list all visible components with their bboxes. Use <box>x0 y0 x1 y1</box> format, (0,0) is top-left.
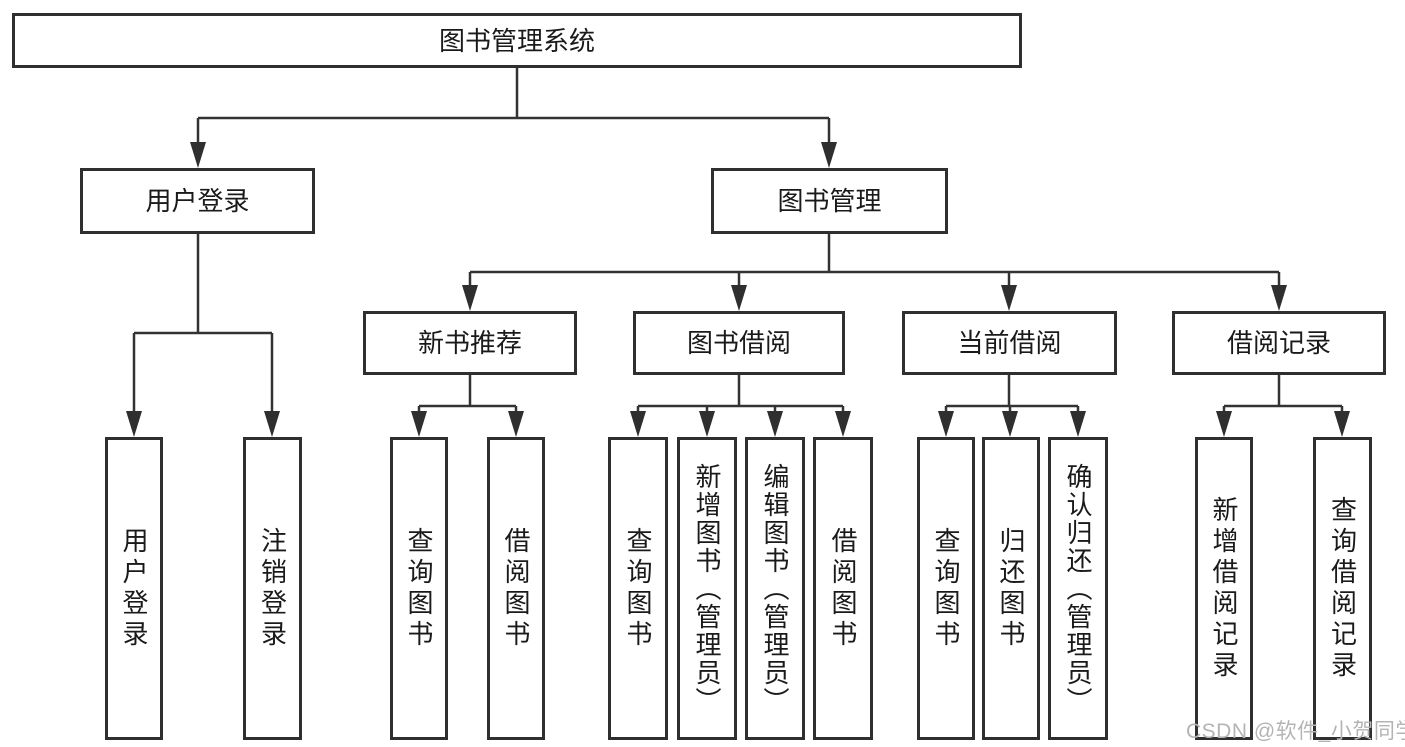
node-book-borrowing: 图书借阅 <box>633 311 845 375</box>
connector-path-borrowing-records <box>1222 375 1344 425</box>
arrow-down-icon <box>190 142 206 168</box>
arrow-down-icon <box>630 411 646 437</box>
arrow-down-icon <box>1001 285 1017 311</box>
node-records-add-borrow-record: 新增借阅记录 <box>1195 437 1253 740</box>
node-label: 新增借阅记录 <box>1209 495 1239 682</box>
arrow-down-icon <box>699 411 715 437</box>
node-user-login-module: 用户登录 <box>80 168 315 234</box>
node-label: 借阅记录 <box>1226 328 1331 358</box>
node-borrowing-add-books-admin: 新增图书（管理员） <box>677 437 737 740</box>
arrow-down-icon <box>821 142 837 168</box>
arrow-down-icon <box>767 411 783 437</box>
node-logout: 注销登录 <box>243 437 302 740</box>
node-label: 图书管理 <box>777 186 882 216</box>
node-borrowing-records: 借阅记录 <box>1172 311 1386 375</box>
arrow-down-icon <box>1070 411 1086 437</box>
connector-path-user-login <box>132 234 274 420</box>
node-current-confirm-return-admin: 确认归还（管理员） <box>1048 437 1108 740</box>
arrow-down-icon <box>731 285 747 311</box>
node-label: 图书管理系统 <box>438 25 595 56</box>
node-borrowing-edit-books-admin: 编辑图书（管理员） <box>745 437 805 740</box>
connector-path-book-management <box>468 234 1281 295</box>
arrow-down-icon <box>264 411 280 437</box>
node-label: 借阅图书 <box>501 526 531 651</box>
arrow-down-icon <box>508 411 524 437</box>
arrow-down-icon <box>938 411 954 437</box>
arrow-down-icon <box>1334 411 1350 437</box>
node-newbooks-query-books: 查询图书 <box>390 437 448 740</box>
node-label: 用户登录 <box>119 526 149 651</box>
connector-path-book-borrowing <box>636 375 845 425</box>
arrow-down-icon <box>1271 285 1287 311</box>
node-current-return-books: 归还图书 <box>982 437 1040 740</box>
node-book-management-module: 图书管理 <box>711 168 948 234</box>
node-current-borrowing: 当前借阅 <box>902 311 1117 375</box>
node-label: 查询借阅记录 <box>1327 495 1358 682</box>
arrow-down-icon <box>411 411 427 437</box>
node-label: 当前借阅 <box>957 328 1062 358</box>
node-label: 查询图书 <box>404 526 434 651</box>
connector-path-root <box>196 68 831 150</box>
arrow-down-icon <box>1002 411 1018 437</box>
node-user-login: 用户登录 <box>105 437 163 740</box>
node-label: 图书借阅 <box>686 328 791 358</box>
node-records-query-borrow-record: 查询借阅记录 <box>1313 437 1372 740</box>
node-new-book-recommendation: 新书推荐 <box>363 311 577 375</box>
node-label: 归还图书 <box>996 526 1026 651</box>
csdn-watermark: CSDN @软件_小贺同学 <box>1186 720 1405 743</box>
node-label: 用户登录 <box>145 186 250 216</box>
node-label: 新书推荐 <box>417 328 522 358</box>
node-label: 确认归还（管理员） <box>1063 462 1093 715</box>
arrow-down-icon <box>462 285 478 311</box>
node-newbooks-borrow-books: 借阅图书 <box>487 437 545 740</box>
node-current-query-books: 查询图书 <box>917 437 975 740</box>
node-library-system-root: 图书管理系统 <box>12 13 1022 68</box>
node-label: 查询图书 <box>931 526 961 651</box>
node-label: 借阅图书 <box>828 526 858 651</box>
node-borrowing-borrow-books: 借阅图书 <box>813 437 873 740</box>
node-label: 编辑图书（管理员） <box>760 462 790 715</box>
arrow-down-icon <box>1216 411 1232 437</box>
node-label: 新增图书（管理员） <box>692 462 722 715</box>
arrow-down-icon <box>835 411 851 437</box>
node-borrowing-query-books: 查询图书 <box>608 437 668 740</box>
node-label: 注销登录 <box>257 526 288 651</box>
arrow-down-icon <box>126 411 142 437</box>
node-label: 查询图书 <box>623 526 653 651</box>
connector-path-new-books <box>417 375 518 425</box>
